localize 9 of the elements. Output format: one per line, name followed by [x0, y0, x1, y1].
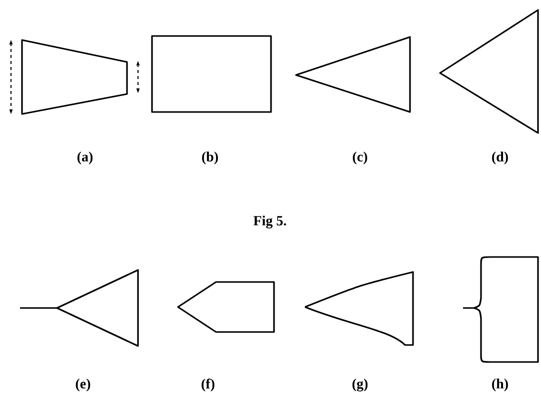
panel-label: (e) [76, 378, 90, 392]
panel-label: (h) [492, 378, 508, 392]
panel-label: (a) [77, 152, 93, 164]
panel-label: (c) [352, 152, 368, 164]
panel-label: (d) [492, 152, 508, 164]
panel-label: (b) [202, 152, 218, 164]
panel-label: (g) [352, 378, 368, 392]
panel-label: (f) [202, 378, 214, 392]
figure-caption: Fig 5. [254, 216, 286, 228]
